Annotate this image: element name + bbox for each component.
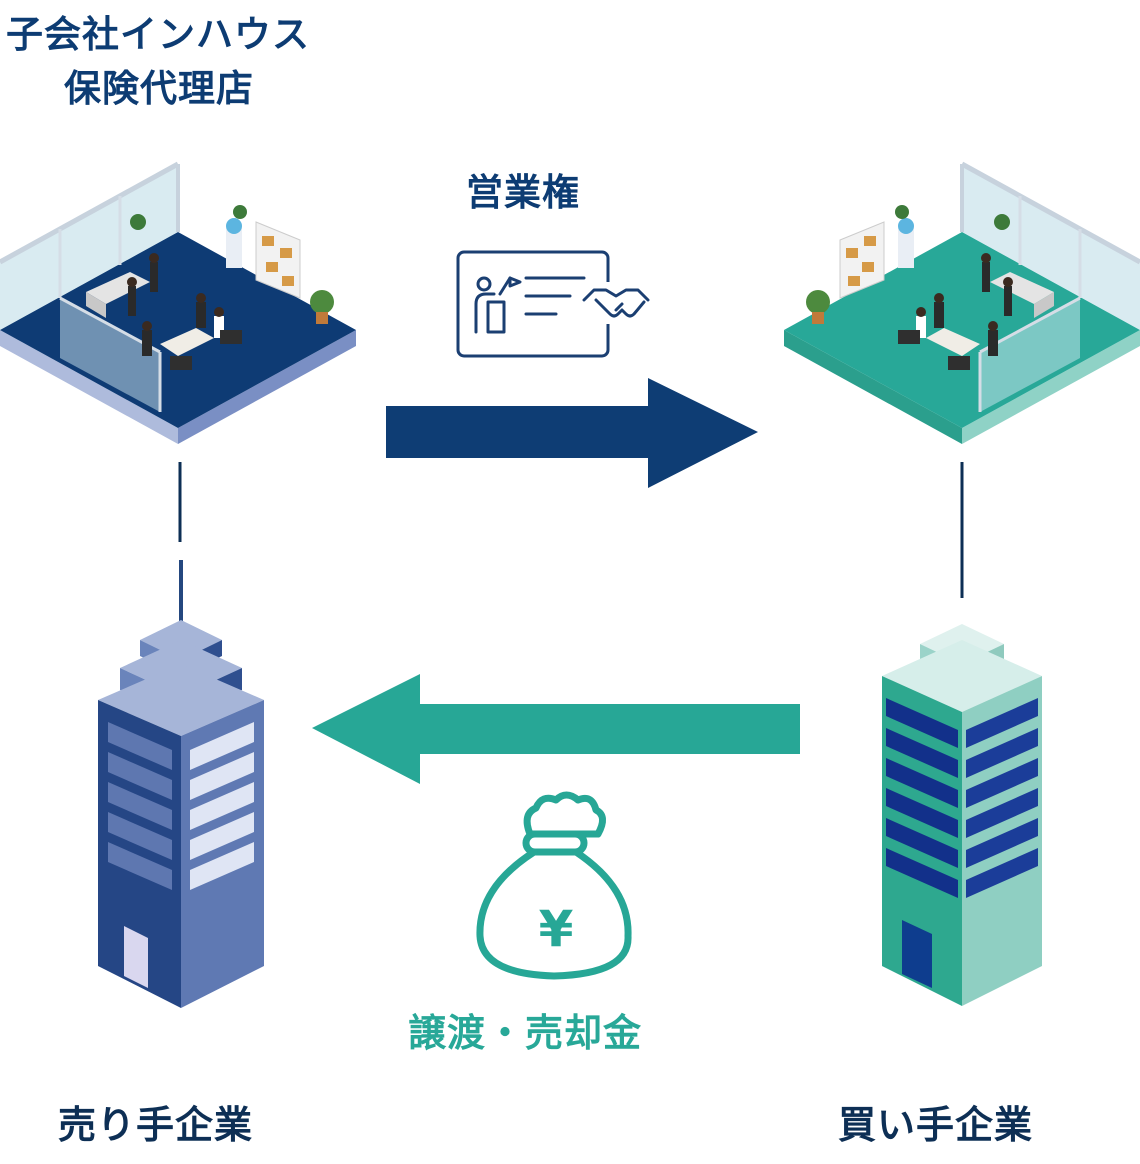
payment-arrow xyxy=(312,674,800,784)
payment-label: 譲渡・売却金 xyxy=(408,1011,643,1055)
agency-title-line1: 子会社インハウス xyxy=(6,13,310,56)
buyer-company-label: 買い手企業 xyxy=(838,1103,1034,1147)
buyer-building xyxy=(882,624,1042,1006)
seller-office-illustration xyxy=(0,161,356,444)
business-right-arrow xyxy=(386,378,758,488)
license-card-icon xyxy=(456,250,654,358)
business-right-label: 営業権 xyxy=(466,171,580,214)
seller-company-label: 売り手企業 xyxy=(58,1103,254,1147)
yen-symbol: ¥ xyxy=(539,900,574,958)
money-bag-icon xyxy=(476,791,632,980)
buyer-office-illustration xyxy=(784,161,1140,444)
seller-building xyxy=(98,560,264,1008)
agency-title-line2: 保険代理店 xyxy=(64,67,254,110)
